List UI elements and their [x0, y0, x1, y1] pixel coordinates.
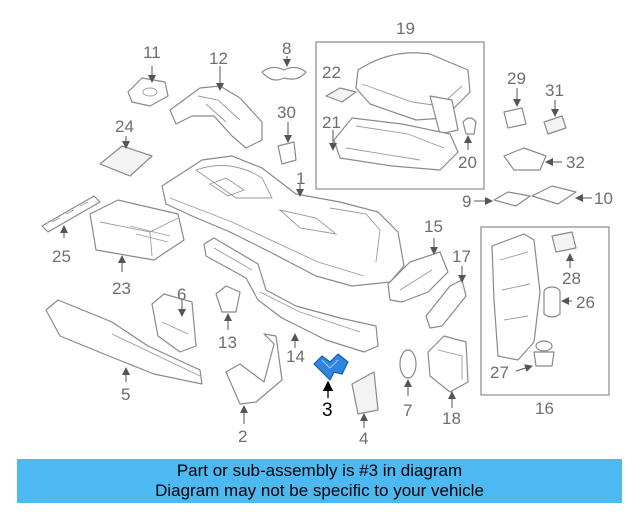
- part-1-center-console[interactable]: [161, 155, 405, 287]
- callout-26: 26: [576, 293, 595, 312]
- part-15[interactable]: [387, 238, 449, 303]
- part-24[interactable]: [99, 136, 153, 177]
- part-27[interactable]: [515, 340, 555, 372]
- part-26[interactable]: [543, 286, 572, 318]
- callout-25: 25: [52, 247, 71, 266]
- callout-5: 5: [121, 385, 130, 404]
- part-28[interactable]: [551, 231, 577, 268]
- part-29[interactable]: [503, 88, 527, 129]
- callout-32: 32: [566, 153, 585, 172]
- callout-3: 3: [322, 400, 333, 421]
- callout-9: 9: [462, 192, 471, 211]
- part-12[interactable]: [169, 66, 263, 149]
- callout-12: 12: [209, 49, 228, 68]
- part-23[interactable]: [89, 199, 185, 272]
- callout-6: 6: [177, 285, 186, 304]
- callout-14: 14: [286, 347, 305, 366]
- part-4[interactable]: [351, 371, 379, 428]
- part-21[interactable]: [329, 117, 459, 171]
- part-2[interactable]: [225, 333, 283, 424]
- callout-29: 29: [507, 69, 526, 88]
- group-box-16: [480, 226, 610, 396]
- callout-1: 1: [296, 169, 305, 188]
- info-banner: Part or sub-assembly is #3 in diagram Di…: [17, 459, 622, 503]
- part-32[interactable]: [503, 147, 562, 171]
- callout-4: 4: [359, 429, 368, 448]
- callout-22: 22: [322, 63, 341, 82]
- part-18[interactable]: [427, 335, 469, 408]
- callout-8: 8: [282, 39, 291, 58]
- part-8[interactable]: [261, 56, 307, 81]
- callout-31: 31: [545, 81, 564, 100]
- callout-7: 7: [403, 401, 412, 420]
- parts-diagram: 1 2 3 4 5 6 7 8 9 10 11 12 13 14 15 16 1…: [41, 19, 613, 448]
- part-5[interactable]: [45, 299, 203, 385]
- callout-13: 13: [218, 333, 237, 352]
- banner-line-2: Diagram may not be specific to your vehi…: [155, 481, 484, 500]
- callout-24: 24: [115, 117, 134, 136]
- part-11[interactable]: [127, 66, 169, 107]
- callout-27: 27: [490, 363, 509, 382]
- part-31[interactable]: [543, 100, 567, 135]
- part-6[interactable]: [151, 293, 197, 353]
- part-9[interactable]: [474, 191, 531, 207]
- part-22[interactable]: [325, 87, 357, 103]
- part-3-highlighted[interactable]: [313, 353, 349, 398]
- part-17[interactable]: [425, 266, 467, 329]
- part-13[interactable]: [215, 285, 241, 330]
- part-20[interactable]: [462, 117, 477, 150]
- callout-11: 11: [143, 43, 161, 62]
- callout-16: 16: [535, 399, 554, 418]
- callout-21: 21: [322, 113, 341, 132]
- callout-10: 10: [594, 189, 613, 208]
- callout-28: 28: [562, 269, 581, 288]
- callout-23: 23: [112, 279, 131, 298]
- callout-19: 19: [396, 19, 415, 38]
- callout-17: 17: [452, 247, 471, 266]
- part-30[interactable]: [277, 122, 297, 165]
- callout-18: 18: [442, 409, 461, 428]
- callout-30: 30: [277, 103, 296, 122]
- callout-15: 15: [424, 217, 443, 236]
- part-16-trim-panel[interactable]: [491, 233, 541, 361]
- group-box-19: [315, 41, 485, 190]
- part-7[interactable]: [399, 349, 417, 396]
- part-14[interactable]: [203, 237, 379, 353]
- part-10[interactable]: [531, 185, 592, 205]
- callout-20: 20: [458, 153, 477, 172]
- callout-2: 2: [238, 427, 247, 446]
- part-25[interactable]: [41, 195, 101, 238]
- part-19-armrest-lid[interactable]: [355, 52, 471, 135]
- banner-line-1: Part or sub-assembly is #3 in diagram: [176, 461, 463, 480]
